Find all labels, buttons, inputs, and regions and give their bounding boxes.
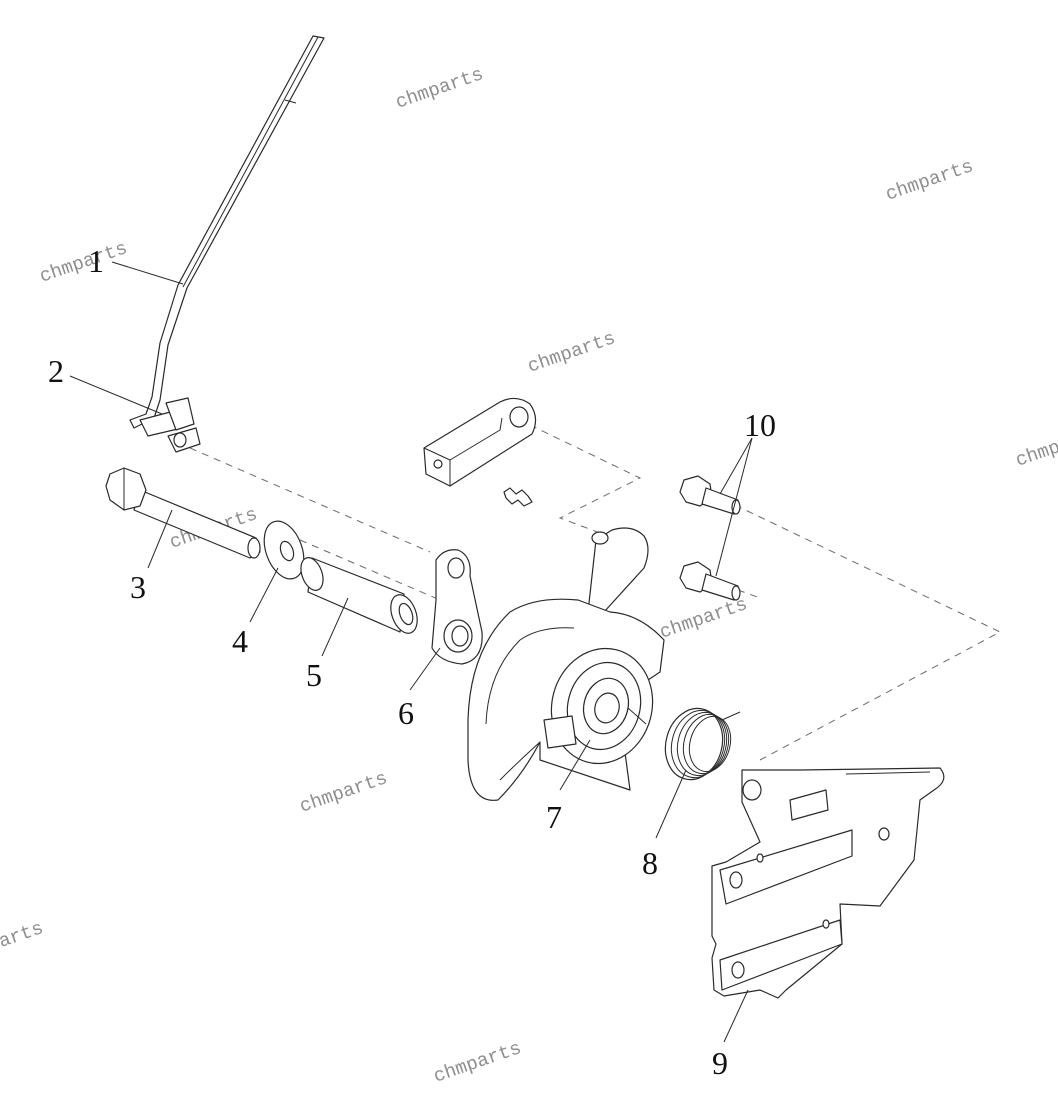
callout-10: 10 (744, 407, 776, 443)
watermarks: chmparts chmparts chmparts chmparts chmp… (0, 63, 1058, 1087)
callout-labels: 1 2 3 4 5 6 7 8 9 10 (48, 243, 776, 1081)
washer (263, 520, 305, 580)
watermark: chmparts (297, 767, 390, 817)
watermark: chmparts (657, 593, 750, 643)
link-arm (431, 549, 483, 665)
callout-3: 3 (130, 569, 146, 605)
sleeve (300, 557, 418, 634)
callout-1: 1 (88, 243, 104, 279)
watermark: chmparts (393, 63, 486, 113)
watermark: chmparts (37, 237, 130, 287)
watermark: chmparts (1013, 421, 1058, 471)
bolt (105, 467, 261, 559)
callout-4: 4 (232, 623, 248, 659)
bracket-assembly (467, 527, 665, 801)
leader-lines (69, 261, 753, 1043)
callout-5: 5 (306, 657, 322, 693)
torsion-spring (664, 707, 741, 781)
spring-clip (503, 487, 533, 507)
callout-7: 7 (546, 799, 562, 835)
watermark: chmparts (431, 1037, 524, 1087)
flange-bolts (679, 475, 741, 601)
watermark: chmparts (525, 327, 618, 377)
callout-2: 2 (48, 353, 64, 389)
callout-6: 6 (398, 695, 414, 731)
callout-9: 9 (712, 1045, 728, 1081)
rod-clip (165, 397, 201, 453)
watermark: chmparts (0, 917, 46, 967)
upper-lever (423, 397, 537, 487)
watermark: chmparts (883, 155, 976, 205)
control-rod (129, 35, 325, 437)
callout-8: 8 (642, 845, 658, 881)
mounting-plate (711, 767, 945, 999)
